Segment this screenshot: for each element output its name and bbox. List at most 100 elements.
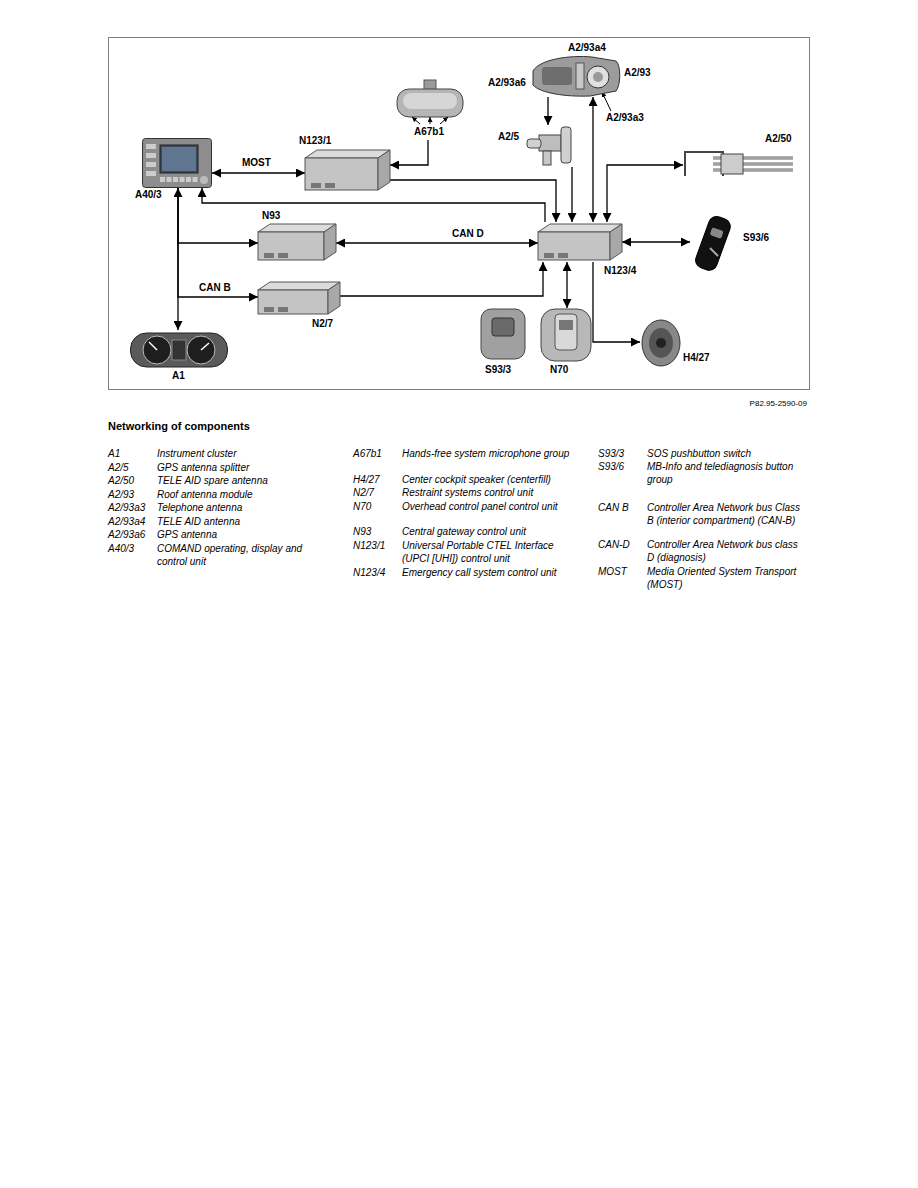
signal-connector (390, 180, 556, 222)
ecu-housing (258, 232, 324, 260)
signal-connector (202, 188, 545, 222)
panel-button (559, 320, 573, 330)
legend-code: S93/3 (598, 447, 624, 460)
ecu-connector (264, 307, 274, 312)
component: N123/4 (538, 222, 622, 262)
legend-description: GPS antenna (157, 528, 317, 541)
mirror-body (397, 89, 463, 117)
bus-label: CAN D (450, 228, 486, 240)
ecu-housing (328, 282, 340, 314)
signal-connector (547, 97, 548, 125)
legend-code: A2/50 (108, 474, 134, 487)
legend-code: N123/1 (353, 539, 385, 552)
gauge (187, 336, 215, 364)
component-code: A2/5 (498, 131, 519, 143)
splitter-body (539, 135, 561, 151)
legend-description: Center cockpit speaker (centerfill) (402, 473, 570, 486)
component: N70 (540, 308, 592, 362)
mirror-glass (403, 93, 457, 109)
legend-code: A1 (108, 447, 120, 460)
unit-button (167, 177, 172, 182)
component-illustration (142, 138, 212, 188)
component: A2/50 (683, 148, 795, 178)
ecu-connector (325, 183, 335, 188)
switch-housing (481, 309, 525, 359)
legend-description: Controller Area Network bus class D (dia… (647, 538, 805, 564)
component: A2/93 (530, 55, 622, 97)
signal-connector (212, 172, 305, 173)
ecu-housing (324, 224, 336, 260)
callout-label: A2/93a4 (568, 42, 606, 54)
unit-button (173, 177, 178, 182)
display-screen (160, 145, 198, 173)
legend-description: Restraint systems control unit (402, 486, 570, 499)
button-symbol (710, 248, 718, 256)
ecu-housing (538, 224, 622, 232)
legend-description: Telephone antenna (157, 501, 317, 514)
antenna-element (593, 72, 603, 82)
speaker-frame (642, 320, 680, 366)
component-code: N123/4 (604, 265, 636, 277)
button-group (693, 214, 732, 272)
component-illustration (530, 55, 622, 97)
component-illustration (258, 222, 336, 262)
pushbutton (492, 318, 514, 336)
leader-line (430, 117, 431, 124)
ecu-connector (278, 253, 288, 258)
cluster-housing (131, 333, 228, 367)
gauge-needle (149, 342, 157, 350)
panel-cover (555, 314, 577, 350)
signal-connector (571, 167, 572, 222)
legend-code: CAN B (598, 501, 629, 514)
antenna-block (721, 154, 743, 174)
unit-button (193, 177, 198, 182)
component-code: S93/3 (485, 364, 511, 376)
display-screen (162, 147, 196, 171)
signal-connector (593, 262, 640, 342)
signal-connector (607, 165, 683, 222)
component: N93 (258, 222, 336, 262)
splitter-plug (527, 139, 541, 148)
legend-code: A67b1 (353, 447, 382, 460)
signal-connector (566, 262, 567, 308)
ecu-housing (378, 150, 390, 190)
ecu-housing (538, 232, 610, 260)
component: A2/5 (525, 125, 575, 167)
speaker-cap (656, 338, 666, 348)
antenna-element (587, 66, 609, 88)
component-code: N2/7 (312, 318, 333, 330)
signal-connector (340, 262, 543, 296)
legend-code: N70 (353, 500, 371, 513)
component: A1 (130, 330, 228, 368)
legend-code: CAN-D (598, 538, 630, 551)
antenna-element (542, 67, 572, 85)
component-code: A67b1 (414, 126, 444, 138)
ecu-connector (558, 253, 568, 258)
ecu-housing (305, 150, 390, 158)
component: A67b1 (395, 80, 465, 140)
component: H4/27 (640, 318, 682, 368)
component-illustration (683, 148, 795, 178)
component-code: A1 (172, 370, 185, 382)
component-illustration (640, 318, 682, 368)
callout-label: A2/93a6 (488, 77, 526, 89)
unit-button (186, 177, 191, 182)
antenna-bracket (685, 152, 723, 176)
legend-description: Central gateway control unit (402, 525, 570, 538)
ecu-connector (544, 253, 554, 258)
component-code: S93/6 (743, 232, 769, 244)
ecu-housing (258, 282, 340, 290)
legend-code: H4/27 (353, 473, 380, 486)
component-illustration (690, 212, 735, 274)
unit-button (146, 171, 156, 176)
component-code: N93 (262, 210, 280, 222)
legend-description: TELE AID antenna (157, 515, 317, 528)
bus-label: CAN B (197, 282, 233, 294)
legend-code: A40/3 (108, 542, 134, 555)
legend-description: Controller Area Network bus Class B (int… (647, 501, 805, 527)
legend-code: N2/7 (353, 486, 374, 499)
component-code: H4/27 (683, 352, 710, 364)
ecu-connector (278, 307, 288, 312)
legend-description: Media Oriented System Transport (MOST) (647, 565, 805, 591)
component: N123/1 (305, 148, 390, 192)
